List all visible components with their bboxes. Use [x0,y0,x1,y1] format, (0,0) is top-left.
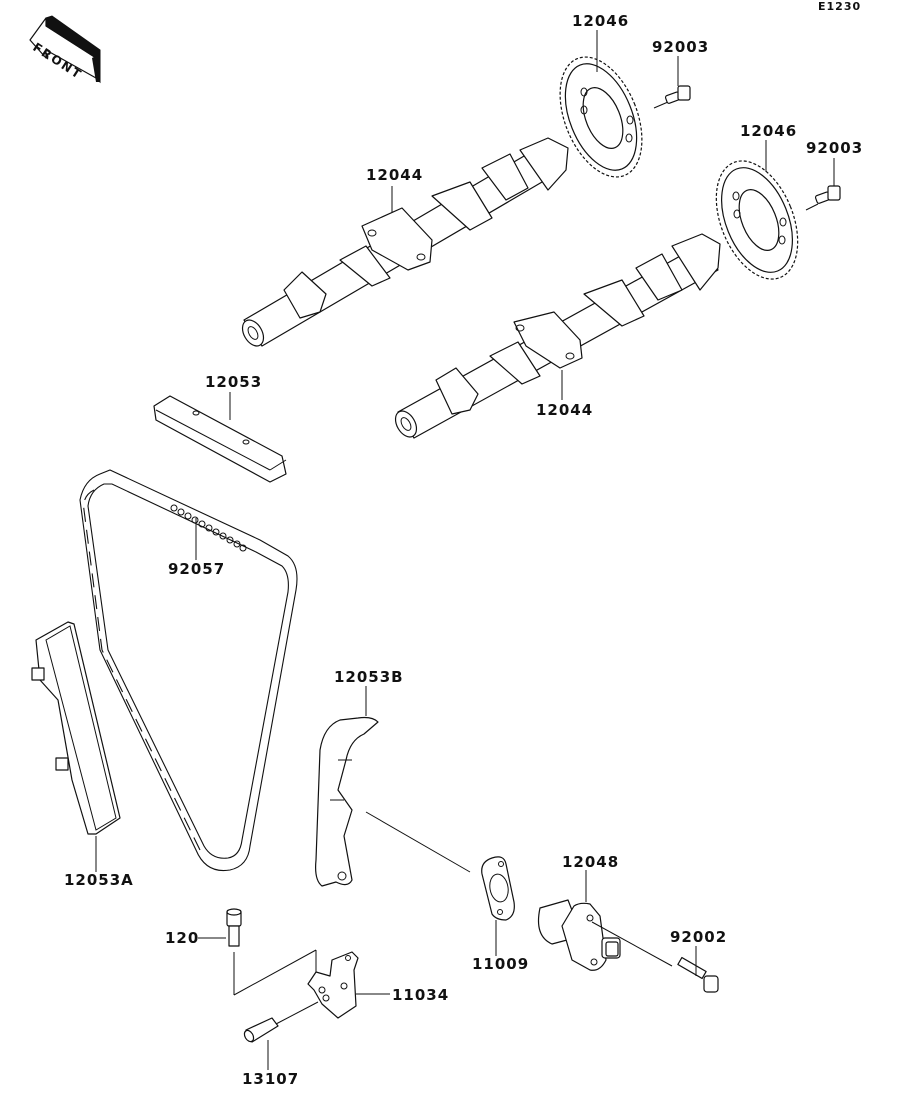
camshaft-lower [394,233,721,439]
chain-guide-right [315,716,471,887]
sprocket-bolt-lower [805,185,841,211]
sprocket-bolt-upper [653,85,691,109]
part-label-92057[interactable]: 92057 [168,560,226,578]
part-label-12044-lower[interactable]: 12044 [536,401,594,419]
part-label-12053B[interactable]: 12053B [334,668,404,686]
dowel-pin [243,1017,279,1043]
part-label-12044-upper[interactable]: 12044 [366,166,424,184]
chain-guide-left [31,621,121,835]
part-label-92003-lower[interactable]: 92003 [806,139,864,157]
part-label-120[interactable]: 120 [165,929,200,947]
camshaft-sprocket-upper [559,56,643,178]
chain-links [170,504,247,552]
tensioner-bracket [275,951,359,1025]
part-label-12048[interactable]: 12048 [562,853,620,871]
cam-chain [79,469,298,872]
tensioner-bolt [677,956,719,993]
diagram-code: E1230 [818,0,862,13]
camshaft-sprocket-lower [715,160,799,280]
part-label-12053A[interactable]: 12053A [64,871,134,889]
socket-bolt [226,908,317,996]
front-arrow-icon [29,15,101,84]
part-label-12053[interactable]: 12053 [205,373,263,391]
cam-chain-tensioner [537,899,673,971]
part-label-13107[interactable]: 13107 [242,1070,300,1088]
part-label-92002[interactable]: 92002 [670,928,728,946]
chain-guide-top [153,395,287,483]
part-label-12046-upper[interactable]: 12046 [572,12,630,30]
part-label-11009[interactable]: 11009 [472,955,530,973]
camshaft-upper [241,137,569,347]
leader-lines [95,30,835,1070]
part-label-12046-lower[interactable]: 12046 [740,122,798,140]
part-label-92003-upper[interactable]: 92003 [652,38,710,56]
tensioner-gasket [481,856,515,921]
part-label-11034[interactable]: 11034 [392,986,450,1004]
